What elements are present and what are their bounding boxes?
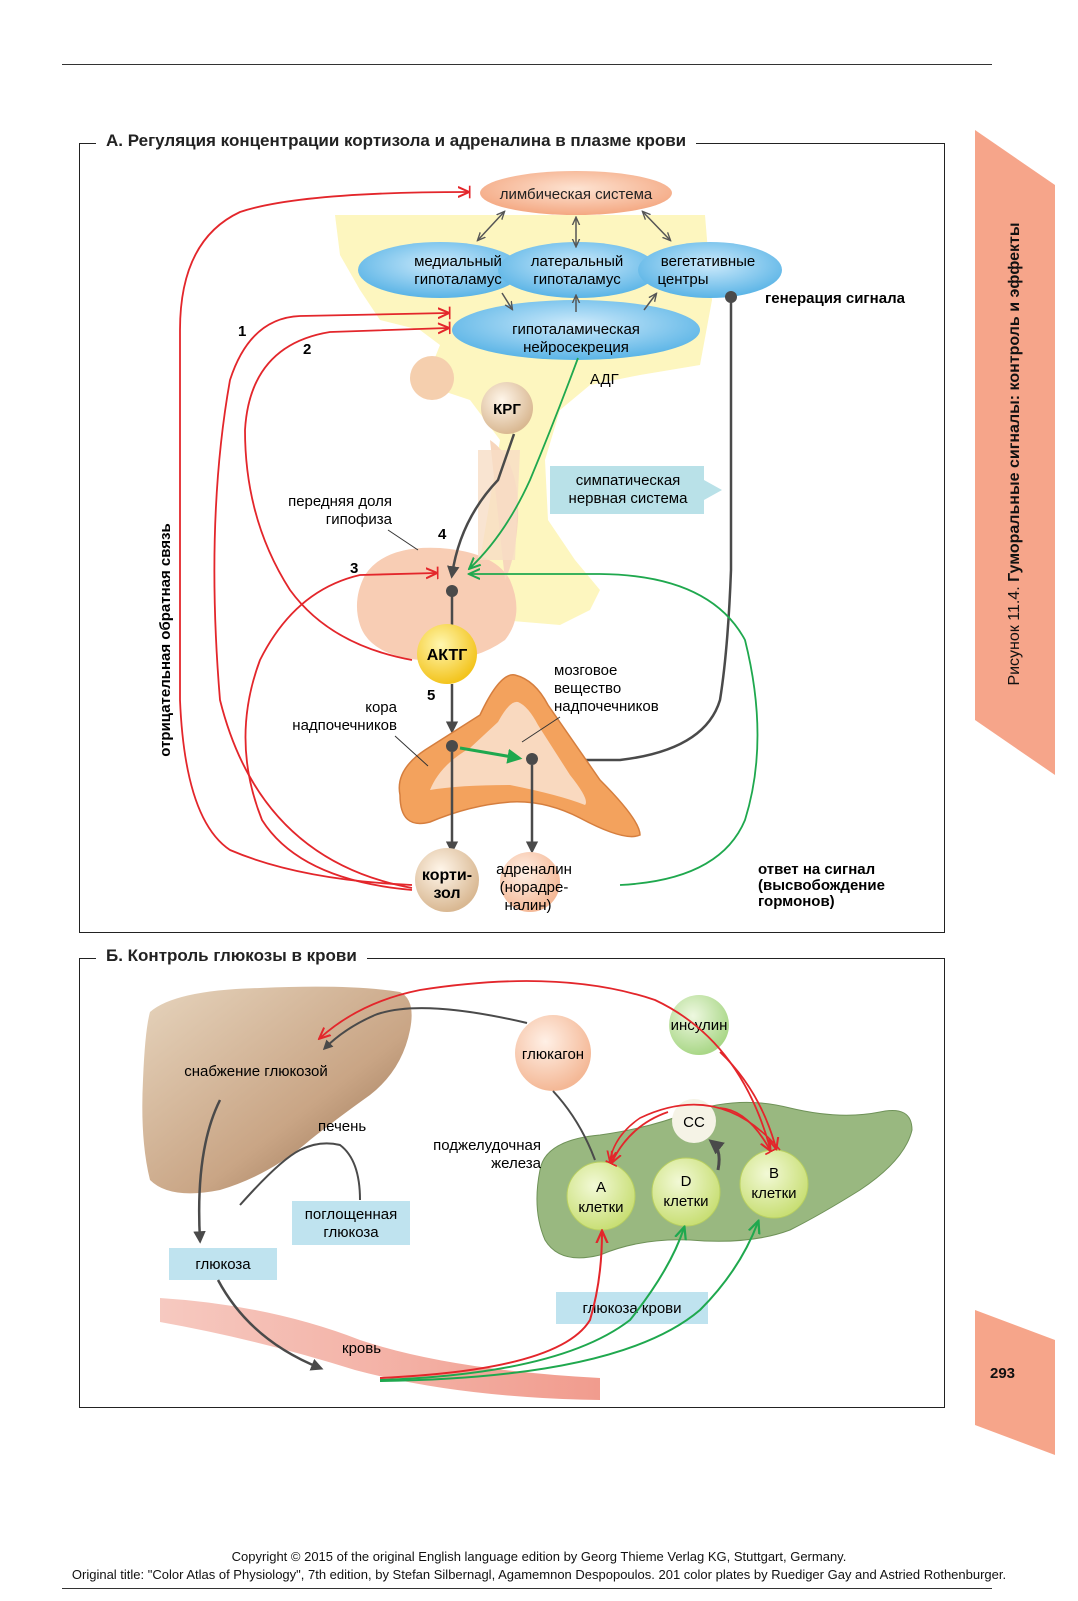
medial-hypothalamus: [358, 242, 522, 298]
label-2: 2: [303, 341, 311, 358]
cortex-label-1: кора: [365, 699, 397, 716]
limbic-label: лимбическая система: [500, 186, 653, 203]
cortex-label-2: надпочечников: [292, 717, 397, 734]
vegetative-label-1: вегетативные: [661, 253, 755, 270]
label-5: 5: [427, 687, 435, 704]
top-rule: [62, 64, 992, 65]
medial-label-1: медиальный: [414, 253, 502, 270]
absorbed-glucose-box: [292, 1201, 410, 1245]
negative-feedback-label: отрицательная обратная связь: [157, 523, 174, 756]
neurosecretion-label-1: гипоталамическая: [512, 321, 640, 338]
liver: [142, 986, 412, 1194]
a-cells-label-2: клетки: [578, 1199, 623, 1216]
b-cells-label-1: B: [769, 1165, 779, 1182]
side-tab: [975, 130, 1055, 780]
vegetative-centers: [638, 242, 782, 298]
copyright-line-1: Copyright © 2015 of the original English…: [231, 1549, 847, 1564]
pancreas-label-2: железа: [491, 1155, 542, 1172]
anterior-pituitary-label-2: гипофиза: [326, 511, 393, 528]
blood-glucose-label: глюкоза крови: [582, 1300, 681, 1317]
pancreas-label-1: поджелудочная: [433, 1137, 541, 1154]
insulin-label: инсулин: [671, 1017, 728, 1034]
acth-circle: [417, 624, 477, 684]
ss-label: СС: [683, 1114, 705, 1131]
glucagon-circle: [515, 1015, 591, 1091]
bottom-rule: [62, 1588, 992, 1589]
d-cells: [651, 1157, 721, 1227]
medulla-label-3: надпочечников: [554, 698, 659, 715]
d-cells-label-2: клетки: [663, 1193, 708, 1210]
a-cells: [566, 1161, 636, 1231]
sympathetic-label-1: симпатическая: [576, 472, 681, 489]
panel-b-frame: [79, 958, 945, 1408]
label-1: 1: [238, 323, 246, 340]
cortex-dot: [446, 740, 458, 752]
medulla-dot: [526, 753, 538, 765]
response-label-1: ответ на сигнал: [758, 861, 875, 878]
response-label-2: (высвобождение: [758, 877, 885, 894]
adrenaline-label-1: адреналин: [496, 861, 572, 878]
panel-b-title: Б. Контроль глюкозы в крови: [96, 946, 367, 966]
panel-a-title: А. Регуляция концентрации кортизола и ад…: [96, 131, 697, 151]
copyright-line-2: Original title: "Color Atlas of Physiolo…: [71, 1567, 1007, 1582]
medulla-label-2: вещество: [554, 680, 621, 697]
cortisol-label-1: корти-: [422, 867, 472, 884]
adrenaline-label-3: налин): [504, 897, 551, 914]
sympathetic-box: [550, 466, 722, 514]
adrenaline-circle: [500, 852, 560, 912]
crh-circle: [481, 382, 533, 434]
ss-circle: [672, 1099, 716, 1143]
insulin-circle: [669, 995, 729, 1055]
medial-label-2: гипоталамус: [414, 271, 502, 288]
glucagon-label: глюкагон: [522, 1046, 584, 1063]
glucose-supply-label: снабжение глюкозой: [184, 1063, 328, 1080]
glucose-label: глюкоза: [195, 1256, 251, 1273]
response-label-3: гормонов): [758, 893, 835, 910]
liver-label: печень: [318, 1118, 366, 1135]
d-cells-label-1: D: [681, 1173, 692, 1190]
absorbed-label-2: глюкоза: [323, 1224, 379, 1241]
lateral-label-1: латеральный: [531, 253, 624, 270]
medulla-label-1: мозговое: [554, 662, 617, 679]
cortisol-label-2: зол: [433, 885, 460, 902]
page-number: 293: [990, 1365, 1016, 1382]
b-cells: [739, 1149, 809, 1219]
sympathetic-label-2: нервная система: [569, 490, 689, 507]
vegetative-label-2: центры: [657, 271, 708, 288]
neurosecretion: [452, 300, 700, 360]
adrenaline-label-2: (норадре-: [500, 879, 569, 896]
label-3: 3: [350, 560, 358, 577]
anterior-pituitary-label-1: передняя доля: [288, 493, 392, 510]
crh-label: КРГ: [493, 401, 521, 418]
acth-label: АКТГ: [427, 647, 468, 664]
neurosecretion-label-2: нейросекреция: [523, 339, 629, 356]
glucose-box: [169, 1248, 277, 1280]
label-4: 4: [438, 526, 447, 543]
blood-label: кровь: [342, 1340, 381, 1357]
limbic-system: [480, 171, 672, 215]
absorbed-label-1: поглощенная: [305, 1206, 397, 1223]
a-cells-label-1: A: [596, 1179, 606, 1196]
small-gland: [410, 356, 454, 400]
lateral-label-2: гипоталамус: [533, 271, 621, 288]
page-tab: [975, 1310, 1055, 1455]
signal-generation-label: генерация сигнала: [765, 290, 906, 307]
lateral-hypothalamus: [498, 242, 658, 298]
b-cells-label-2: клетки: [751, 1185, 796, 1202]
adh-label: АДГ: [590, 371, 619, 388]
cortisol-circle: [415, 848, 479, 912]
